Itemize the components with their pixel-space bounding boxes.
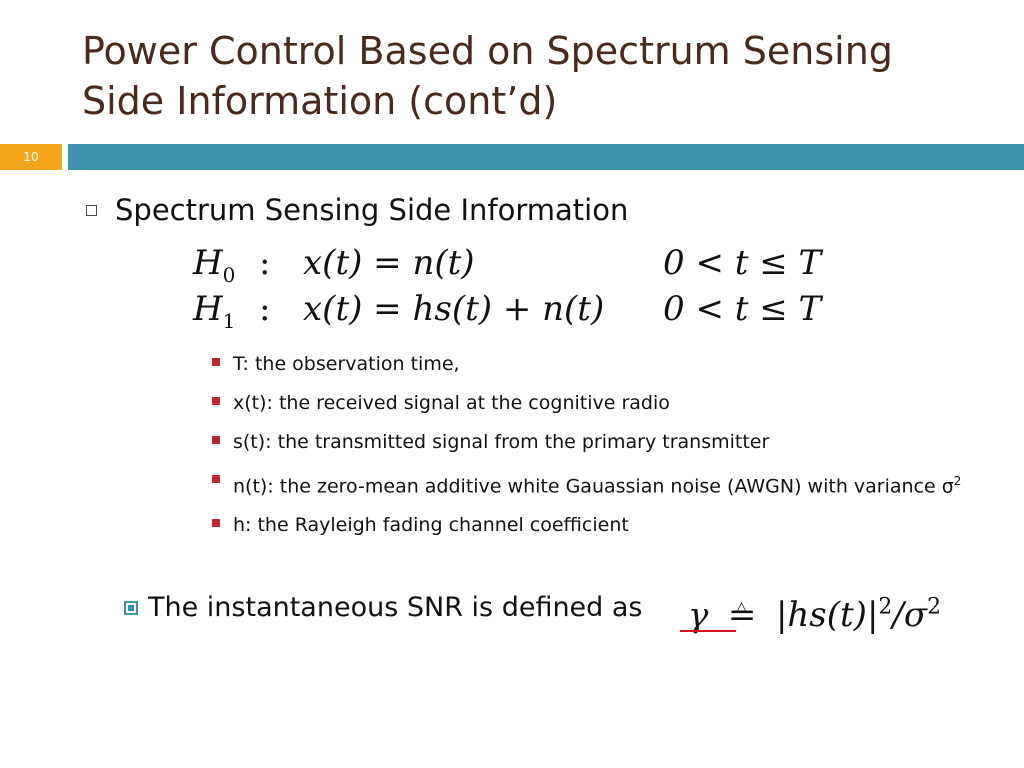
red-underline-annotation	[680, 630, 736, 632]
hypothesis-row: H1 : x(t) = hs(t) + n(t) 0 < t ≤ T	[193, 286, 843, 333]
snr-bullet-text: The instantaneous SNR is defined as	[148, 592, 643, 623]
list-item: h: the Rayleigh fading channel coefficie…	[212, 513, 992, 538]
list-item: x(t): the received signal at the cogniti…	[212, 391, 992, 416]
formula-body: |hs(t)|2/σ2	[775, 595, 942, 636]
red-square-bullet-icon	[212, 436, 220, 444]
definition-text: x(t): the received signal at the cogniti…	[233, 392, 670, 414]
definition-text-wrapped: n(t): the zero-mean additive white Gauas…	[233, 474, 962, 498]
definition-text: s(t): the transmitted signal from the pr…	[233, 431, 770, 453]
main-bullet: Spectrum Sensing Side Information	[86, 193, 628, 227]
slide-number: 10	[0, 144, 62, 170]
snr-bullet: The instantaneous SNR is defined as	[124, 592, 643, 623]
list-item: s(t): the transmitted signal from the pr…	[212, 430, 992, 455]
list-item: n(t): the zero-mean additive white Gauas…	[212, 469, 992, 499]
slide-title-line-1: Power Control Based on Spectrum Sensing	[82, 29, 893, 73]
red-square-bullet-icon	[212, 475, 220, 483]
definition-text: T: the observation time,	[233, 353, 460, 375]
hypothesis-label: H0	[193, 243, 236, 287]
slide-title-line-2: Side Information (cont’d)	[82, 79, 558, 123]
formula-definition-symbol: △=	[727, 595, 757, 636]
hypothesis-colon: :	[259, 289, 271, 329]
teal-square-bullet-icon	[124, 600, 138, 615]
hypothesis-condition: 0 < t ≤ T	[663, 289, 822, 329]
hollow-square-bullet-icon	[86, 205, 97, 216]
hypothesis-row: H0 : x(t) = n(t) 0 < t ≤ T	[193, 240, 843, 287]
red-square-bullet-icon	[212, 397, 220, 405]
definition-list: T: the observation time, x(t): the recei…	[212, 352, 992, 552]
main-bullet-text: Spectrum Sensing Side Information	[115, 193, 629, 227]
formula-gamma: γ	[688, 595, 709, 636]
hypothesis-condition: 0 < t ≤ T	[663, 243, 822, 283]
hypothesis-equation: x(t) = hs(t) + n(t)	[303, 289, 605, 329]
list-item: T: the observation time,	[212, 352, 992, 377]
snr-formula: γ △= |hs(t)|2/σ2	[688, 578, 941, 638]
red-square-bullet-icon	[212, 519, 220, 528]
hypothesis-colon: :	[259, 243, 271, 283]
slide-title: Power Control Based on Spectrum Sensing …	[82, 26, 982, 126]
title-divider-bar	[68, 144, 1024, 170]
hypothesis-equations: H0 : x(t) = n(t) 0 < t ≤ T H1 : x(t) = h…	[193, 240, 843, 336]
hypothesis-equation: x(t) = n(t)	[303, 243, 475, 283]
hypothesis-label: H1	[193, 289, 236, 333]
red-square-bullet-icon	[212, 358, 220, 366]
definition-text: h: the Rayleigh fading channel coefficie…	[233, 514, 629, 537]
